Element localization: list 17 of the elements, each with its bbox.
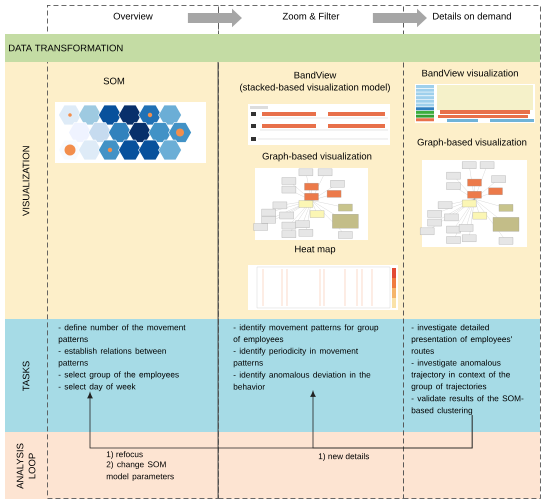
- band: DATA TRANSFORMATION: [5, 34, 540, 62]
- panel-heading: BandView: [294, 72, 336, 78]
- lane-label: TASKS: [5, 318, 47, 432]
- task-list: - investigate detailed presentation of employees' routes - investigate anomalous trajectory in context of the group of trajectories - validate results of the SOM-based clustering: [411, 324, 524, 415]
- panel-heading: Graph-based visualization: [418, 138, 526, 148]
- panel-heading: Heat map: [295, 246, 336, 254]
- panel-heading: SOM: [104, 78, 124, 84]
- loop-note: 1) refocus: [106, 451, 143, 459]
- task-list: - define number of the movement patterns - establish relations between patterns - select group of the employees - select day of week: [58, 324, 186, 392]
- lane-label: ANALYSIS LOOP: [5, 432, 47, 499]
- lane-label: VISUALIZATION: [5, 62, 47, 319]
- arrow: [310, 390, 473, 448]
- loop-note: 2) change SOM model parameters: [106, 461, 174, 481]
- panel-heading: Graph-based visualization: [262, 152, 372, 162]
- loop-note: 1) new details: [318, 453, 370, 461]
- panel-heading: (stacked-based visualization model): [240, 84, 390, 92]
- task-list: - identify movement patterns for group of employees - identify periodicity in movement patterns - identify anomalous deviation in the behavior: [234, 324, 378, 390]
